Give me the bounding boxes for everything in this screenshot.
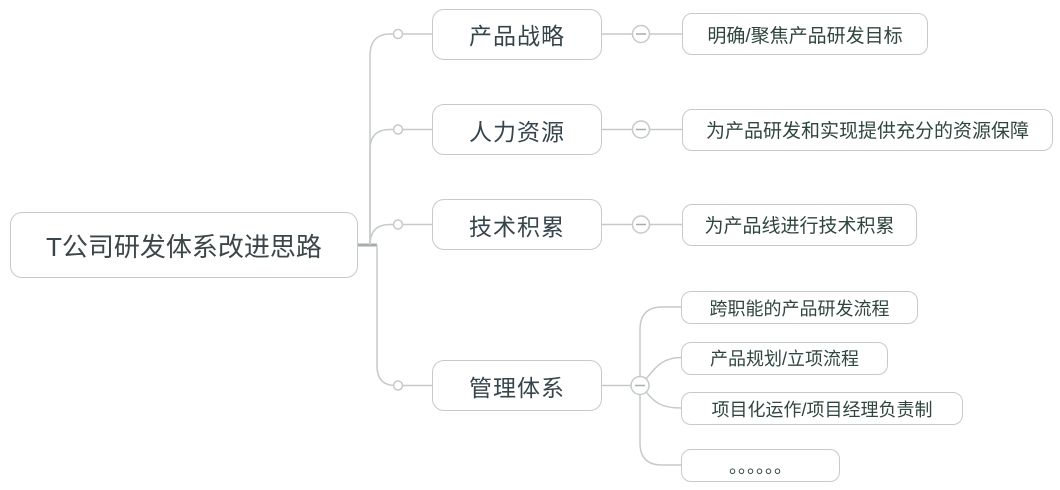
connector-leaf-4c: [645, 391, 682, 409]
leaf-node-label: 为产品线进行技术积累: [704, 216, 895, 237]
leaf-node-label: 跨职能的产品研发流程: [709, 298, 890, 319]
collapse-toggle-human-resources[interactable]: [631, 120, 651, 139]
branch-node-label: 人力资源: [469, 118, 565, 145]
collapse-toggle-product-strategy[interactable]: [631, 24, 651, 44]
leaf-node[interactable]: 明确/聚焦产品研发目标: [682, 13, 928, 55]
branch-node-label: 产品战略: [469, 23, 565, 49]
leaf-node-label: 。。。。。。: [729, 456, 792, 477]
leaf-node[interactable]: 。。。。。。: [681, 449, 840, 482]
branch-node-management-system[interactable]: 管理体系: [432, 360, 602, 411]
leaf-node-label: 项目化运作/项目经理负责制: [711, 399, 933, 420]
leaf-node[interactable]: 跨职能的产品研发流程: [681, 291, 918, 324]
leaf-node-label: 为产品研发和实现提供充分的资源保障: [705, 121, 1029, 142]
branch-point-icon: [392, 219, 404, 230]
leaf-node[interactable]: 产品规划/立项流程: [681, 341, 888, 375]
connector-branch-3: [369, 223, 394, 246]
collapse-toggle-tech-accumulation[interactable]: [631, 215, 651, 234]
leaf-node[interactable]: 项目化运作/项目经理负责制: [681, 392, 963, 425]
connector-leaf-4a: [639, 306, 681, 377]
branch-point-icon: [392, 28, 404, 40]
branch-node-label: 管理体系: [469, 374, 565, 401]
leaf-node-label: 明确/聚焦产品研发目标: [707, 25, 903, 47]
connector-branch-2: [369, 128, 394, 245]
connector-branch-1: [369, 33, 394, 245]
connector-branch-4: [376, 245, 396, 387]
root-node[interactable]: T公司研发体系改进思路: [10, 212, 358, 278]
branch-point-icon: [392, 124, 404, 135]
connector-leaf-4b: [645, 356, 682, 380]
connector-leaf-4d: [639, 394, 681, 466]
leaf-node[interactable]: 为产品线进行技术积累: [682, 203, 917, 246]
branch-node-label: 技术积累: [469, 213, 565, 240]
collapse-toggle-management-system[interactable]: [630, 375, 650, 396]
branch-point-icon: [392, 380, 404, 391]
branch-node-product-strategy[interactable]: 产品战略: [432, 8, 602, 60]
leaf-node-label: 产品规划/立项流程: [709, 349, 859, 369]
root-node-label: T公司研发体系改进思路: [46, 231, 322, 262]
branch-node-human-resources[interactable]: 人力资源: [432, 104, 602, 155]
leaf-node[interactable]: 为产品研发和实现提供充分的资源保障: [682, 108, 1053, 151]
branch-node-tech-accumulation[interactable]: 技术积累: [432, 199, 602, 250]
